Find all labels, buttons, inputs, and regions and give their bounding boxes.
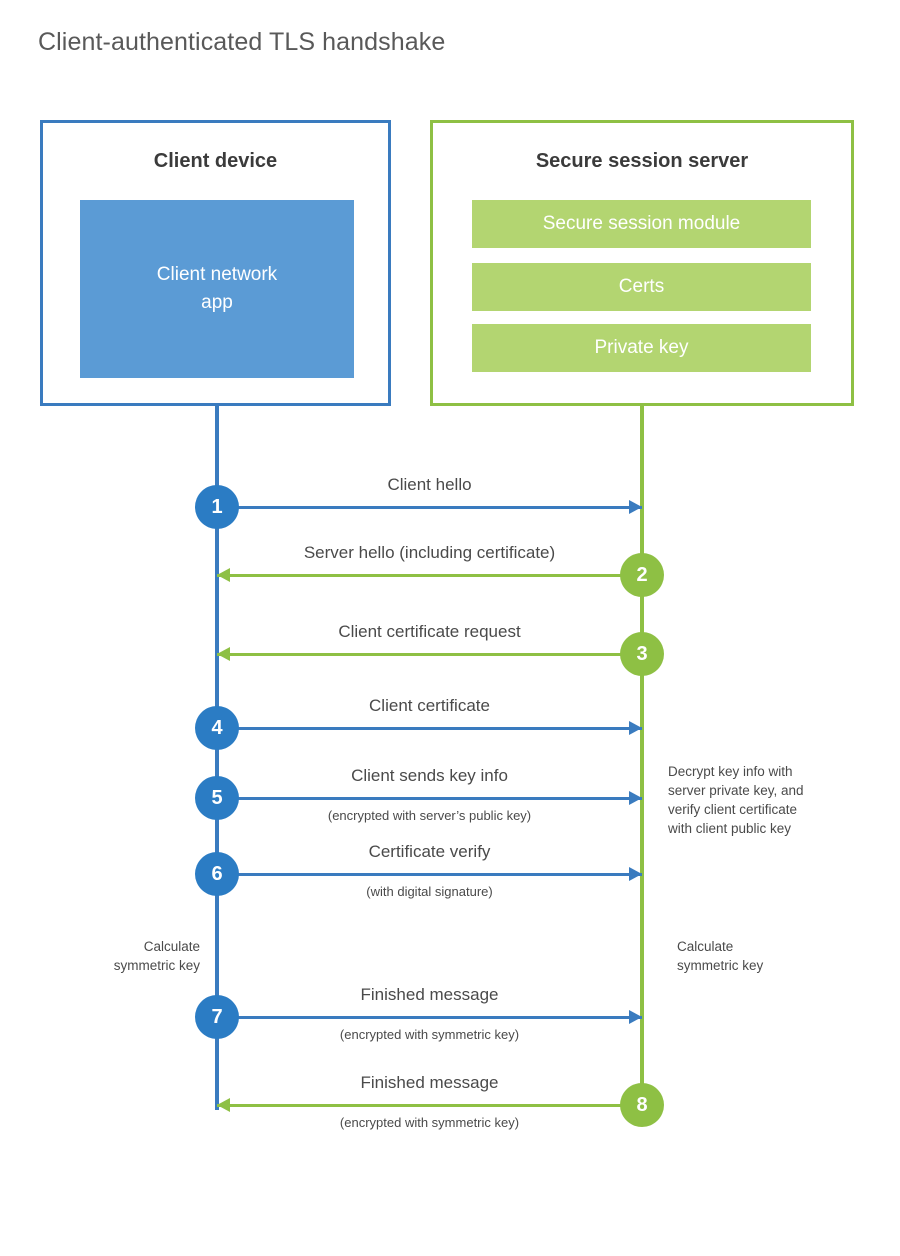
step-circle-8[interactable]: 8	[620, 1083, 664, 1127]
message-line-4	[217, 727, 642, 730]
message-sublabel-7: (encrypted with symmetric key)	[339, 1027, 520, 1042]
message-label-4: Client certificate	[369, 696, 490, 715]
message-sublabel-8: (encrypted with symmetric key)	[339, 1115, 520, 1130]
message-line-5	[217, 797, 642, 800]
server-block-secure-session-module: Secure session module	[472, 200, 811, 248]
step-circle-4[interactable]: 4	[195, 706, 239, 750]
secure-session-server-title: Secure session server	[535, 150, 749, 172]
server-block-private-key: Private key	[472, 324, 811, 372]
step-circle-2[interactable]: 2	[620, 553, 664, 597]
step-circle-5[interactable]: 5	[195, 776, 239, 820]
message-sublabel-6: (with digital signature)	[366, 884, 493, 899]
message-arrowhead-7	[629, 1010, 642, 1024]
message-arrowhead-6	[629, 867, 642, 881]
message-label-6: Certificate verify	[368, 842, 491, 861]
message-line-7	[217, 1016, 642, 1019]
message-label-3: Client certificate request	[338, 622, 521, 641]
message-label-1: Client hello	[387, 475, 472, 494]
client-device-title: Client device	[153, 150, 278, 172]
message-label-2: Server hello (including certificate)	[303, 543, 556, 562]
message-label-8: Finished message	[360, 1073, 499, 1092]
step-circle-3[interactable]: 3	[620, 632, 664, 676]
message-arrowhead-2	[217, 568, 230, 582]
client-lifeline	[215, 406, 219, 1110]
message-line-8	[217, 1104, 642, 1107]
message-line-6	[217, 873, 642, 876]
message-arrowhead-8	[217, 1098, 230, 1112]
step-circle-6[interactable]: 6	[195, 852, 239, 896]
step-circle-7[interactable]: 7	[195, 995, 239, 1039]
server-lifeline	[640, 406, 644, 1106]
message-label-7: Finished message	[360, 985, 499, 1004]
secure-session-server-box: Secure session server Secure session mod…	[430, 120, 854, 406]
message-line-1	[217, 506, 642, 509]
message-label-5: Client sends key info	[351, 766, 508, 785]
page-title: Client-authenticated TLS handshake	[38, 28, 446, 56]
step-circle-1[interactable]: 1	[195, 485, 239, 529]
message-arrowhead-1	[629, 500, 642, 514]
message-arrowhead-5	[629, 791, 642, 805]
message-arrowhead-3	[217, 647, 230, 661]
message-line-3	[217, 653, 642, 656]
message-arrowhead-4	[629, 721, 642, 735]
message-line-2	[217, 574, 642, 577]
server-block-certs: Certs	[472, 263, 811, 311]
message-sublabel-5: (encrypted with server’s public key)	[327, 808, 532, 823]
